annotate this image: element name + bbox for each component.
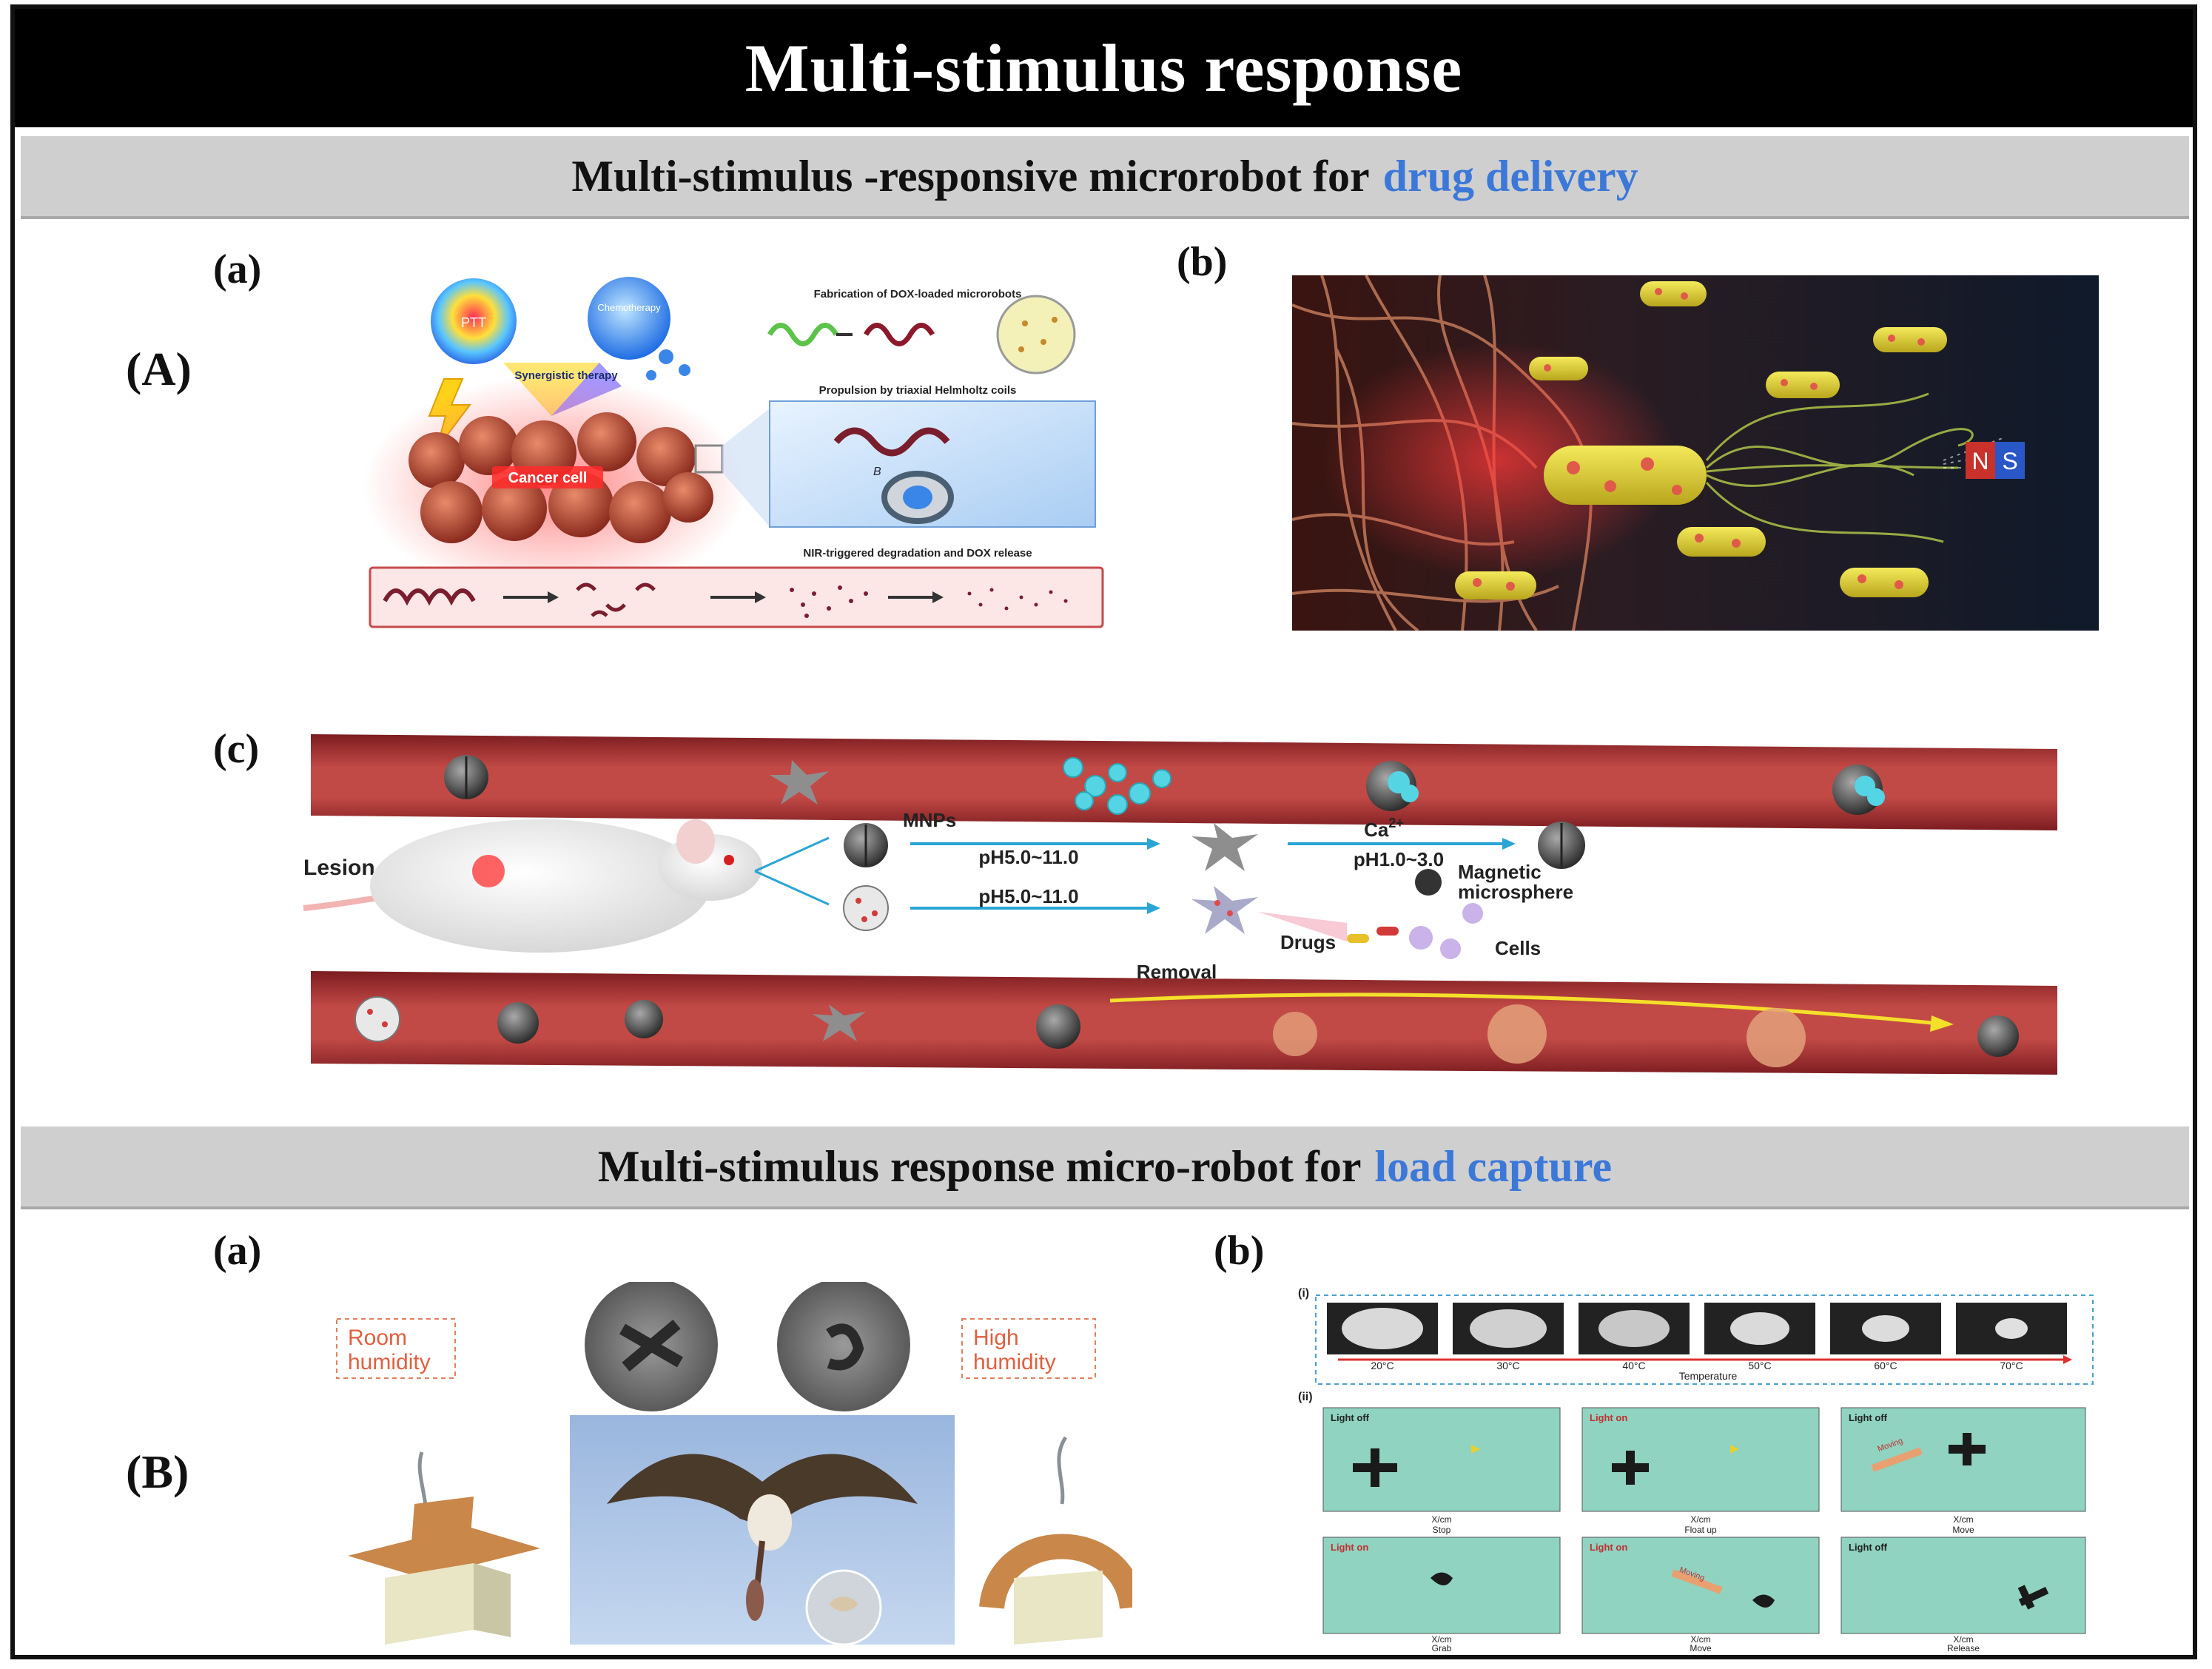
ph3-label: pH5.0~11.0 xyxy=(978,885,1078,907)
vessel-bottom xyxy=(311,971,2057,1075)
plot2-caption: Float up xyxy=(1684,1525,1717,1535)
row-label-A: (A) xyxy=(126,343,192,395)
high-label-2: humidity xyxy=(973,1350,1056,1374)
cells-label: Cells xyxy=(1495,937,1541,959)
chemo-label: Chemotherapy xyxy=(597,302,661,313)
plot1-x: X/cm xyxy=(1431,1514,1451,1525)
removal-label: Removal xyxy=(1137,961,1217,983)
section1-highlight: drug delivery xyxy=(1382,151,1638,201)
north-label: N xyxy=(1971,448,1989,474)
fabrication-label: Fabrication of DOX-loaded microrobots xyxy=(814,288,1022,300)
plot6-x: X/cm xyxy=(1953,1634,1973,1645)
plot5-x: X/cm xyxy=(1690,1634,1710,1645)
plot3-caption: Move xyxy=(1952,1525,1974,1535)
plot-3: Light off Moving X/cm Move xyxy=(1840,1407,2086,1535)
panel-a-schematic: PTT Chemotherapy Synergistic therapy Can… xyxy=(355,275,1110,631)
magnetic-label: Magnetic xyxy=(1458,861,1542,883)
rat-body xyxy=(370,819,710,953)
ca-superscript: 2+ xyxy=(1388,816,1404,830)
plot4-caption: Grab xyxy=(1432,1643,1452,1652)
panel-B-b-light-temperature: (i) 20°C 30°C 40°C 50°C 60°C 70°C Temper… xyxy=(1294,1282,2100,1652)
ptt-label: PTT xyxy=(461,315,486,330)
section2-title: Multi-stimulus response micro-robot for xyxy=(597,1141,1362,1191)
lesion-label: Lesion xyxy=(303,856,375,880)
plot5-light: Light on xyxy=(1590,1542,1627,1553)
temp-thumbnails xyxy=(1327,1303,2067,1354)
plot3-x: X/cm xyxy=(1953,1514,1973,1525)
magnet-south xyxy=(1995,442,2025,479)
bacteria-robots xyxy=(1455,281,1947,600)
plot3-light: Light off xyxy=(1849,1412,1888,1423)
panel-label-Ba: (a) xyxy=(213,1228,262,1274)
plot-1: Light off X/cm Stop xyxy=(1322,1407,1561,1535)
plot-4: Light on X/cm Grab xyxy=(1322,1537,1561,1652)
section1-title: Multi-stimulus -responsive microrobot fo… xyxy=(571,151,1370,201)
plot-5: Light on Moving X/cm Move xyxy=(1581,1537,1820,1652)
temp-label-20: 20°C xyxy=(1371,1360,1394,1371)
plot5-caption: Move xyxy=(1690,1643,1712,1652)
microsphere-label: microsphere xyxy=(1458,881,1573,903)
cancer-cell-label: Cancer cell xyxy=(508,470,588,486)
section-drug-delivery-header: Multi-stimulus -responsive microrobot fo… xyxy=(21,136,2189,219)
figure-title: Multi-stimulus response xyxy=(15,9,2193,127)
label-i: (i) xyxy=(1298,1287,1309,1300)
plot4-x: X/cm xyxy=(1431,1634,1451,1645)
south-label: S xyxy=(2002,448,2017,474)
panel-label-a: (a) xyxy=(213,246,262,292)
ph1-label: pH5.0~11.0 xyxy=(978,846,1078,868)
panel-b-bacteria-illustration: N S xyxy=(1292,275,2099,631)
panel-c-vessel-diagram: Lesion MNPs pH5.0~11.0 Ca2+ pH1.0~3.0 pH… xyxy=(296,719,2065,1089)
room-label-1: Room xyxy=(348,1326,407,1350)
plot1-caption: Stop xyxy=(1433,1525,1451,1535)
nir-label: NIR-triggered degradation and DOX releas… xyxy=(803,547,1032,560)
chemo-sphere xyxy=(588,277,670,360)
plot4-light: Light on xyxy=(1331,1542,1368,1553)
ptt-sphere xyxy=(431,278,517,364)
plot1-light: Light off xyxy=(1331,1412,1370,1423)
magnet-north xyxy=(1966,442,1995,479)
drugs-label: Drugs xyxy=(1280,931,1336,953)
temp-label-50: 50°C xyxy=(1748,1360,1771,1371)
plot-2: Light on X/cm Float up xyxy=(1581,1407,1820,1535)
ca-label: Ca xyxy=(1364,819,1389,841)
panel-label-b: (b) xyxy=(1177,239,1228,285)
room-label-2: humidity xyxy=(348,1350,431,1374)
temp-label-30: 30°C xyxy=(1496,1360,1519,1371)
plot6-caption: Release xyxy=(1947,1643,1980,1652)
label-ii: (ii) xyxy=(1298,1391,1313,1403)
field-label: B xyxy=(873,466,881,478)
propulsion-label: Propulsion by triaxial Helmholtz coils xyxy=(819,384,1017,397)
ph2-label: pH1.0~3.0 xyxy=(1354,848,1444,870)
row-label-B: (B) xyxy=(126,1445,189,1498)
plot-6: Light off X/cm Release xyxy=(1840,1537,2086,1652)
mnps-label: MNPs xyxy=(903,809,956,831)
temp-label-60: 60°C xyxy=(1874,1360,1897,1371)
vessel-top xyxy=(311,734,2057,830)
figure-frame: Multi-stimulus response Multi-stimulus -… xyxy=(10,4,2197,1659)
panel-B-a-humidity-gripper: Room humidity High humidity xyxy=(326,1282,1132,1652)
section2-highlight: load capture xyxy=(1374,1141,1613,1191)
svg-text:Ca2+: Ca2+ xyxy=(1364,816,1404,841)
plot2-x: X/cm xyxy=(1690,1514,1710,1525)
section-load-capture-header: Multi-stimulus response micro-robot for … xyxy=(21,1126,2189,1209)
panel-label-Bb: (b) xyxy=(1214,1228,1265,1274)
plot6-light: Light off xyxy=(1849,1542,1888,1553)
temp-label-70: 70°C xyxy=(2000,1360,2023,1371)
temp-label-40: 40°C xyxy=(1622,1360,1645,1371)
high-label-1: High xyxy=(973,1326,1019,1350)
plot2-light: Light on xyxy=(1590,1412,1627,1423)
panel-label-c: (c) xyxy=(213,726,260,772)
temperature-axis-label: Temperature xyxy=(1679,1370,1738,1382)
